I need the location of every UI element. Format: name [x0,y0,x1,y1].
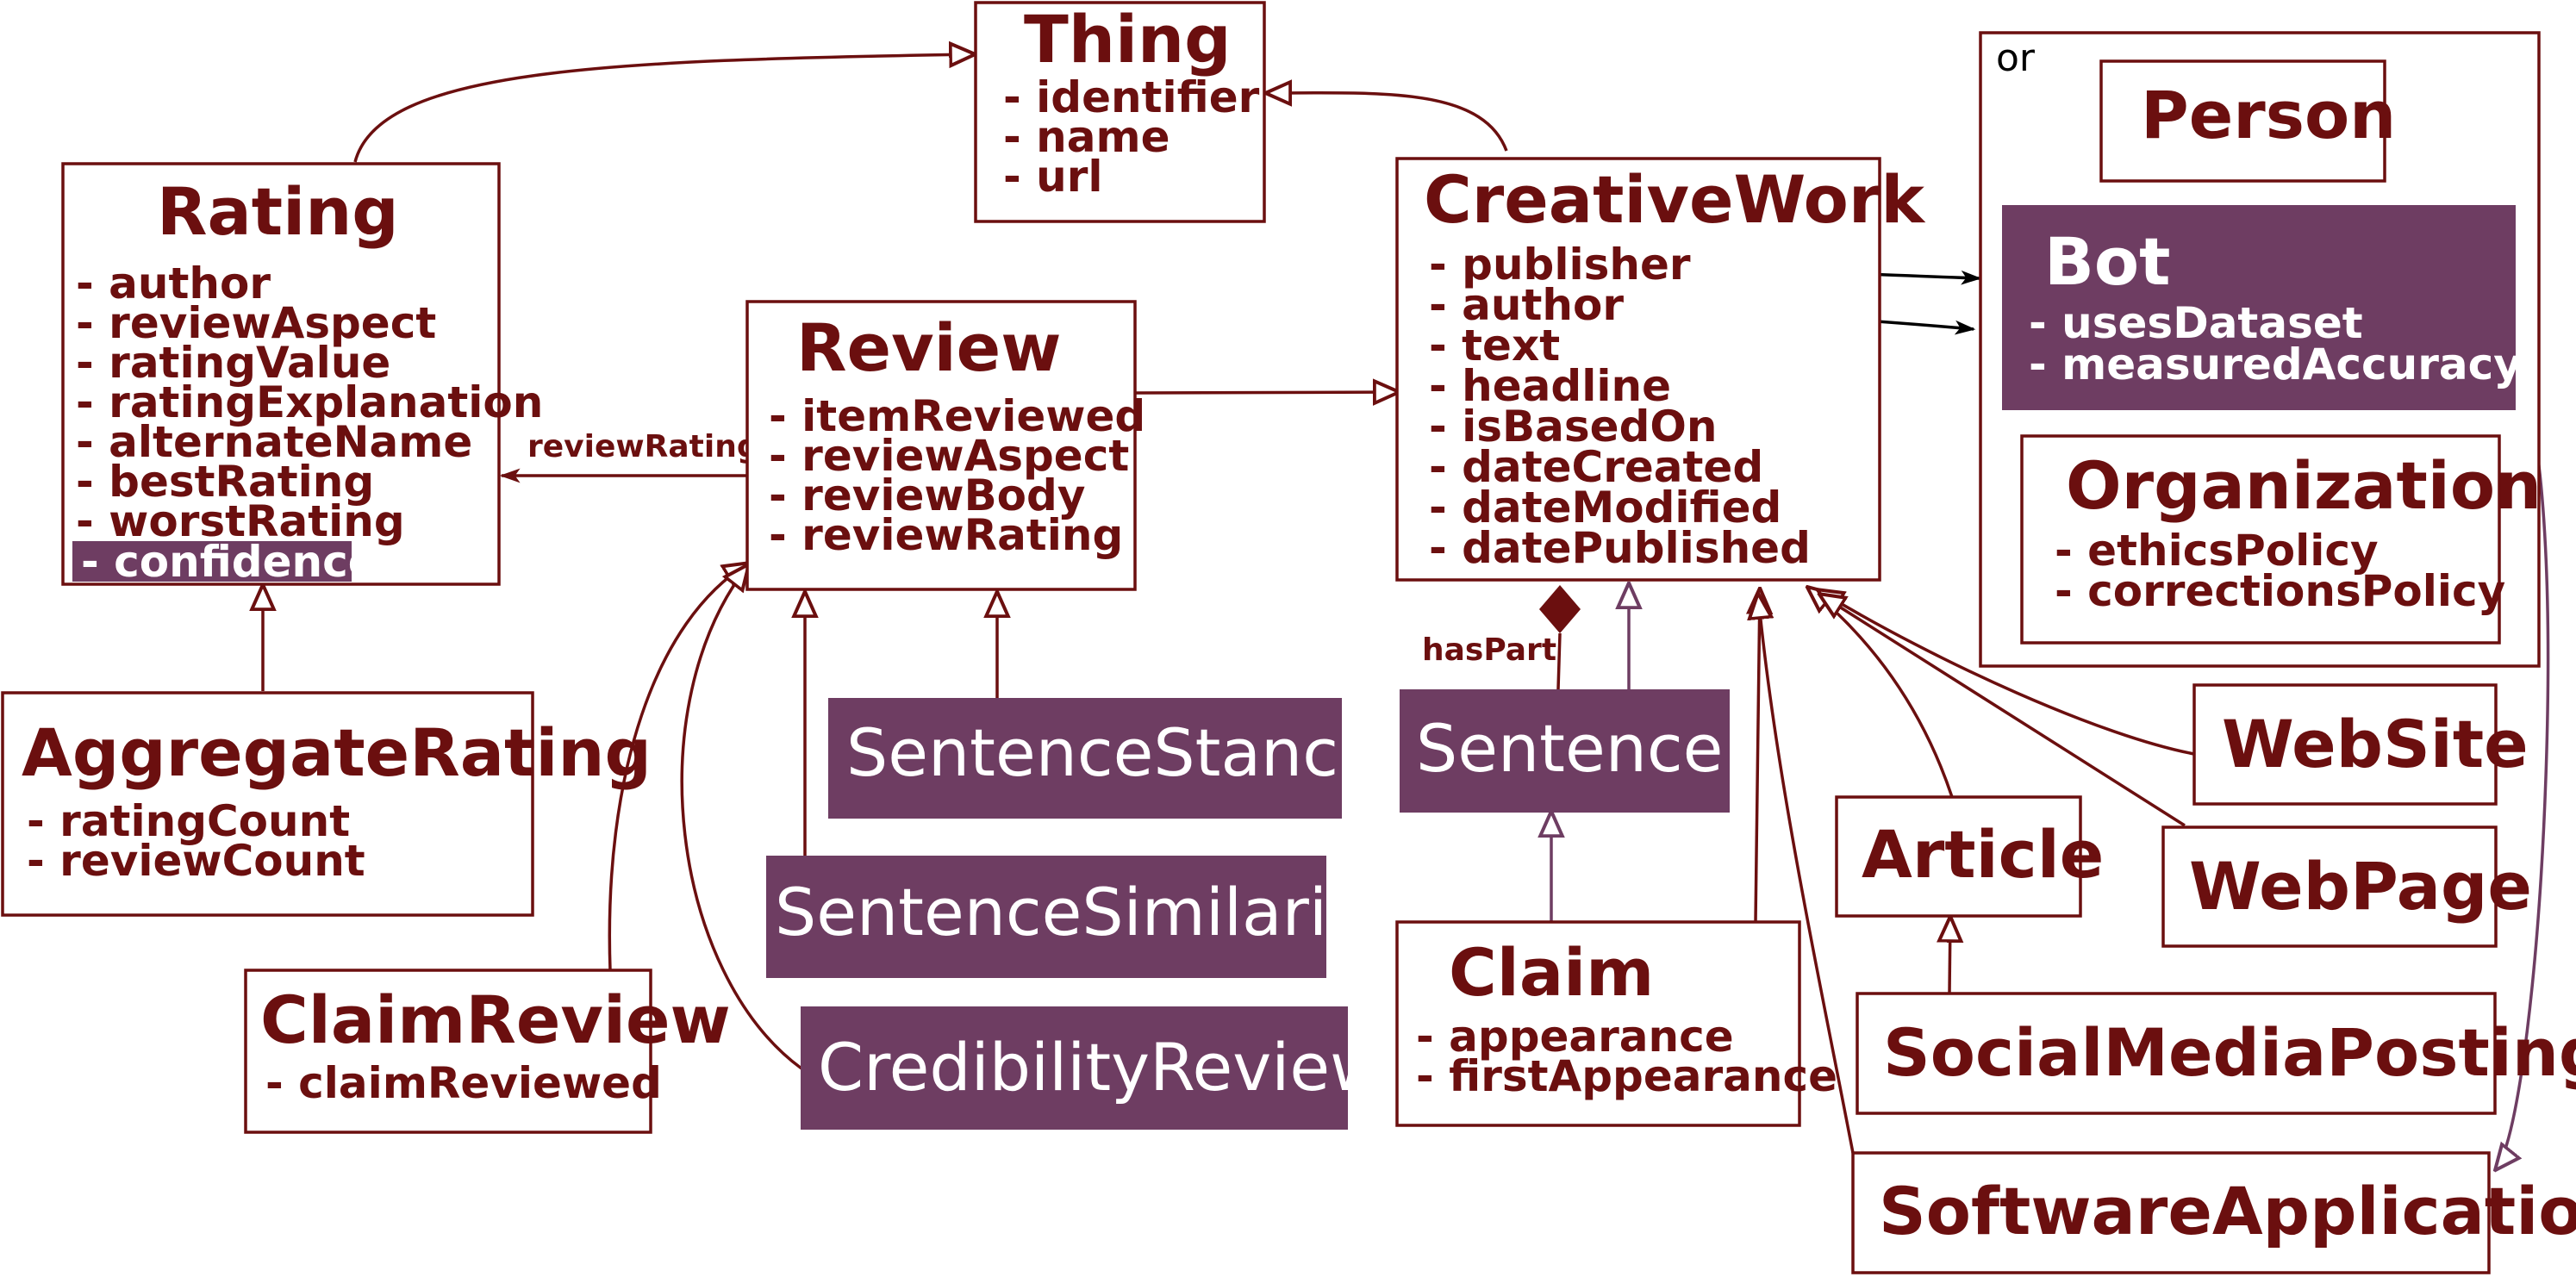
class-creative-work-attr: - headline [1429,361,1671,411]
confidence-highlight [72,541,352,582]
edge-softwareapplication-to-creativework [1758,595,1855,1154]
edge-credibilityreview-to-review [680,565,803,1070]
class-organization-attr: - ethicsPolicy [2055,526,2379,576]
class-creative-work-attr: - author [1429,280,1624,330]
class-bot[interactable]: Bot - usesDataset - measuredAccuracy [2002,205,2522,410]
class-rating-confidence-attr: - confidence [81,537,377,587]
class-thing-attr: - identifier [1003,72,1260,122]
class-creative-work-attr: - dateCreated [1429,442,1763,492]
class-review[interactable]: Review - itemReviewed - reviewAspect - r… [745,300,1145,591]
class-review-attr: - reviewAspect [769,431,1129,481]
class-review-attr: - reviewRating [769,510,1123,560]
class-software-application[interactable]: SoftwareApplication [1851,1151,2576,1274]
class-aggregate-rating-title: AggregateRating [22,714,652,791]
class-sentence-similarity[interactable]: SentenceSimilarity [766,856,1392,978]
edge-rating-to-thing [353,54,974,163]
class-claim-review[interactable]: ClaimReview - claimReviewed [244,969,731,1134]
class-aggregate-rating[interactable]: AggregateRating - ratingCount - reviewCo… [1,691,652,917]
edge-claim-to-creativework [1756,589,1760,923]
class-rating-attr: - bestRating [76,457,374,507]
class-claim-title: Claim [1449,934,1654,1011]
class-creative-work-attr: - isBasedOn [1429,402,1717,452]
has-part-label: hasPart [1422,632,1556,668]
class-software-application-title: SoftwareApplication [1879,1173,2576,1249]
class-creative-work[interactable]: CreativeWork - publisher - author - text… [1395,157,1925,582]
class-webpage[interactable]: WebPage [2161,825,2532,948]
agent-or-group: or Person Bot - usesDataset - measuredAc… [1979,31,2542,668]
class-bot-title: Bot [2044,223,2170,300]
class-sentence-stance[interactable]: SentenceStance [828,698,1379,819]
edge-website-to-creativework [1818,590,2195,756]
edge-haspart-sentence-to-creativework [1556,632,1562,690]
class-claim-review-title: ClaimReview [260,981,731,1058]
class-bot-attr: - measuredAccuracy [2029,339,2522,389]
class-organization-title: Organization [2066,447,2542,524]
class-rating[interactable]: Rating - author - reviewAspect - ratingV… [61,162,543,587]
class-rating-attr: - alternateName [76,417,472,467]
class-webpage-title: WebPage [2189,848,2532,925]
class-sentence-title: Sentence [1416,710,1723,787]
class-rating-attr: - reviewAspect [76,298,436,348]
class-article[interactable]: Article [1835,795,2104,918]
class-website-title: WebSite [2222,706,2529,782]
class-rating-attr: - ratingExplanation [76,377,543,427]
class-sentence-stance-title: SentenceStance [846,714,1379,791]
class-social-media-posting[interactable]: SocialMediaPosting [1856,992,2576,1115]
class-thing[interactable]: Thing - identifier - name - url [974,1,1266,223]
class-review-attr: - reviewBody [769,470,1085,520]
class-organization-attr: - correctionsPolicy [2055,566,2505,616]
class-bot-attr: - usesDataset [2029,298,2363,348]
class-claim-review-attr: - claimReviewed [265,1058,662,1108]
class-creative-work-attr: - dateModified [1429,483,1781,533]
class-thing-attr: - url [1003,152,1103,202]
edge-creativework-to-thing [1267,93,1508,152]
class-credibility-review[interactable]: CredibilityReview [801,1006,1383,1130]
class-claim-attr: - firstAppearance [1416,1051,1837,1101]
class-website[interactable]: WebSite [2192,683,2529,806]
edge-article-to-creativework [1808,588,1954,798]
class-aggregate-rating-attr: - ratingCount [27,796,350,846]
class-person[interactable]: Person [2099,59,2396,183]
class-creative-work-attr: - text [1429,321,1560,371]
class-sentence[interactable]: Sentence [1400,689,1730,813]
haspart-diamond [1539,585,1581,633]
class-credibility-review-title: CredibilityReview [818,1029,1383,1106]
class-thing-title: Thing [1024,1,1232,78]
class-rating-attr: - author [76,259,271,308]
class-claim-attr: - appearance [1416,1012,1734,1062]
class-rating-attr: - ratingValue [76,338,390,388]
class-claim[interactable]: Claim - appearance - firstAppearance [1395,920,1837,1127]
class-person-title: Person [2141,77,2396,153]
class-rating-title: Rating [157,173,399,250]
edge-socialmediaposting-to-article [1949,918,1950,994]
or-label: or [1996,36,2036,80]
class-article-title: Article [1862,816,2104,893]
class-aggregate-rating-attr: - reviewCount [27,836,365,886]
class-creative-work-attr: - publisher [1429,240,1691,290]
class-review-attr: - itemReviewed [769,391,1145,441]
class-sentence-similarity-title: SentenceSimilarity [775,874,1392,950]
class-social-media-posting-title: SocialMediaPosting [1883,1014,2576,1091]
edge-review-to-creativework [1135,392,1398,393]
class-rating-attr: - worstRating [76,496,405,546]
class-review-title: Review [796,309,1061,386]
class-thing-attr: - name [1003,112,1170,162]
class-creative-work-attr: - datePublished [1429,523,1811,573]
review-rating-label: reviewRating [527,429,759,464]
class-organization[interactable]: Organization - ethicsPolicy - correction… [2020,434,2542,645]
edge-webpage-to-creativework [1820,595,2186,827]
edge-claimreview-to-review [608,564,748,971]
class-creative-work-title: CreativeWork [1424,161,1925,238]
